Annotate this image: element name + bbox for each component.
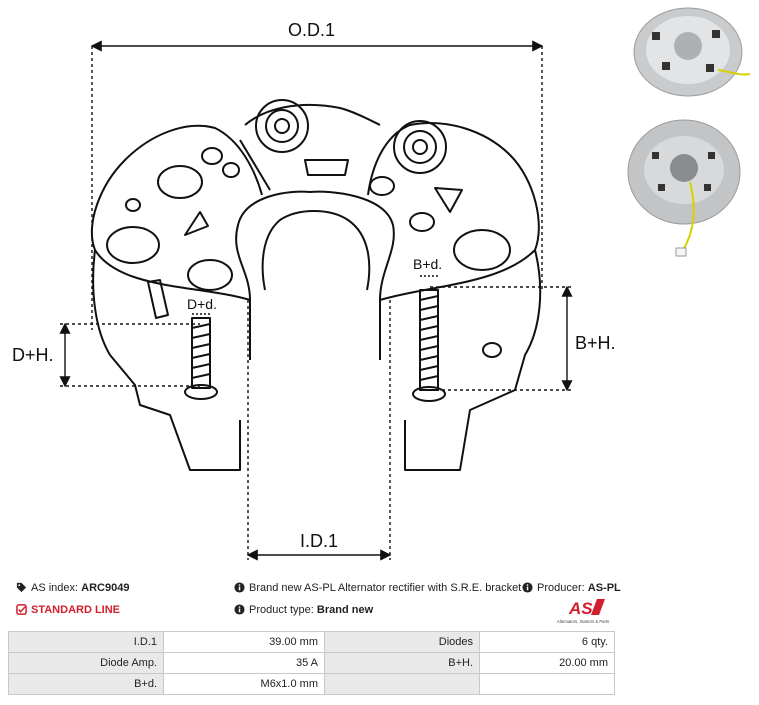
rectifier-technical-drawing: O.D.1 I.D.1 D+H. B+H. D+d. B+d. <box>12 20 616 561</box>
table-row: I.D.1 39.00 mm Diodes 6 qty. <box>8 631 615 653</box>
bd-label: B+d. <box>413 256 442 272</box>
as-pl-logo: AS Alternators, Starters & Parts <box>557 599 609 624</box>
table-row: Diode Amp. 35 A B+H. 20.00 mm <box>8 652 615 674</box>
info-icon <box>234 604 245 615</box>
tag-icon <box>16 582 27 593</box>
checkbox-icon <box>16 604 27 615</box>
info-icon <box>522 582 533 593</box>
product-photo-top <box>633 7 751 97</box>
producer-value: AS-PL <box>587 582 621 594</box>
as-index: AS index: ARC9049 <box>16 581 129 595</box>
id-label: I.D.1 <box>300 531 338 551</box>
rectifier-body-outline <box>235 190 395 360</box>
product-photo-bottom <box>627 119 741 257</box>
od-label: O.D.1 <box>288 20 335 40</box>
dh-label: D+H. <box>12 345 54 365</box>
svg-text:Alternators, Starters & Parts: Alternators, Starters & Parts <box>557 619 609 624</box>
standard-line-badge: STANDARD LINE <box>16 603 120 617</box>
producer: Producer: AS-PL <box>522 581 621 595</box>
svg-text:AS: AS <box>568 599 593 618</box>
bh-label: B+H. <box>575 333 616 353</box>
dd-label: D+d. <box>187 296 217 312</box>
table-row: B+d. M6x1.0 mm <box>8 673 615 695</box>
as-index-value: ARC9049 <box>81 582 130 594</box>
specs-table: I.D.1 39.00 mm Diodes 6 qty. Diode Amp. … <box>8 631 615 695</box>
info-icon <box>234 582 245 593</box>
product-type-value: Brand new <box>316 604 374 616</box>
product-type: Product type: Brand new <box>234 603 373 617</box>
product-description: Brand new AS-PL Alternator rectifier wit… <box>234 581 521 595</box>
